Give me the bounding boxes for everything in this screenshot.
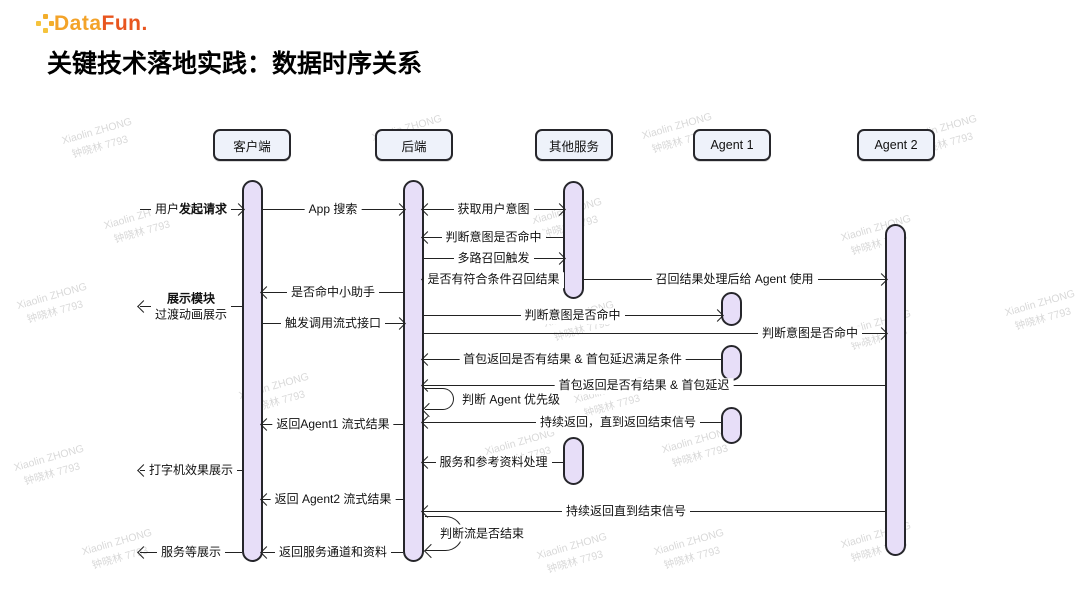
loop-judge-agent-priority [425, 388, 454, 410]
message-continuous-return-agent2: 持续返回直到结束信号 [421, 504, 885, 520]
message-display-module: 展示模块过渡动画展示 [137, 291, 242, 323]
message-service-reference-processing: 服务和参考资料处理 [421, 455, 563, 471]
message-continuous-return-agent1: 持续返回，直到返回结束信号 [421, 415, 721, 431]
message-return-service-channel: 返回服务通道和资料 [260, 545, 403, 561]
loop-judge-agent-priority-label: 判断 Agent 优先级 [459, 390, 564, 408]
page-title: 关键技术落地实践：数据时序关系 [47, 50, 423, 78]
message-multi-recall-trigger: 多路召回触发 [424, 251, 566, 267]
actor-client: 客户端 [213, 129, 291, 161]
message-return-agent2-stream: 返回 Agent2 流式结果 [260, 492, 403, 508]
activation-backend [403, 180, 424, 562]
loop-judge-stream-end-label: 判断流是否结束 [437, 524, 528, 542]
activation-client [242, 180, 263, 562]
logo-pixels-icon [36, 12, 54, 36]
activation-agent1-3 [721, 407, 742, 444]
message-first-packet-agent1: 首包返回是否有结果 & 首包延迟满足条件 [421, 352, 721, 368]
actor-agent2: Agent 2 [857, 129, 935, 161]
actor-agent1: Agent 1 [693, 129, 771, 161]
message-recall-to-agent: 召回结果处理后给 Agent 使用 [584, 272, 888, 288]
actor-backend: 后端 [375, 129, 453, 161]
datafun-logo: DataFun. [36, 11, 148, 37]
message-return-agent1-stream: 返回Agent1 流式结果 [260, 417, 403, 433]
message-judge-intent-other: 判断意图是否命中 [421, 230, 563, 246]
activation-agent2 [885, 224, 906, 556]
activation-other-1 [563, 181, 584, 299]
message-judge-intent-agent2: 判断意图是否命中 [424, 326, 888, 342]
logo-text: DataFun. [54, 12, 148, 35]
message-app-search: App 搜索 [263, 202, 406, 218]
message-get-user-intent: 获取用户意图 [421, 202, 566, 218]
message-judge-intent-agent1: 判断意图是否命中 [424, 308, 724, 324]
message-trigger-stream-api: 触发调用流式接口 [263, 316, 406, 332]
activation-agent1-1 [721, 292, 742, 326]
activation-agent1-2 [721, 345, 742, 381]
message-hit-assistant: 是否命中小助手 [260, 285, 403, 301]
message-first-packet-agent2: 首包返回是否有结果 & 首包延迟 [421, 378, 885, 394]
message-service-display: 服务等展示 [137, 545, 242, 561]
message-typewriter-display: 打字机效果展示 [137, 463, 242, 479]
message-user-request: 用户发起请求 [140, 202, 245, 218]
actor-other-services: 其他服务 [535, 129, 613, 161]
activation-other-2 [563, 437, 584, 485]
message-recall-result-check: 是否有符合条件召回结果 [421, 272, 564, 288]
